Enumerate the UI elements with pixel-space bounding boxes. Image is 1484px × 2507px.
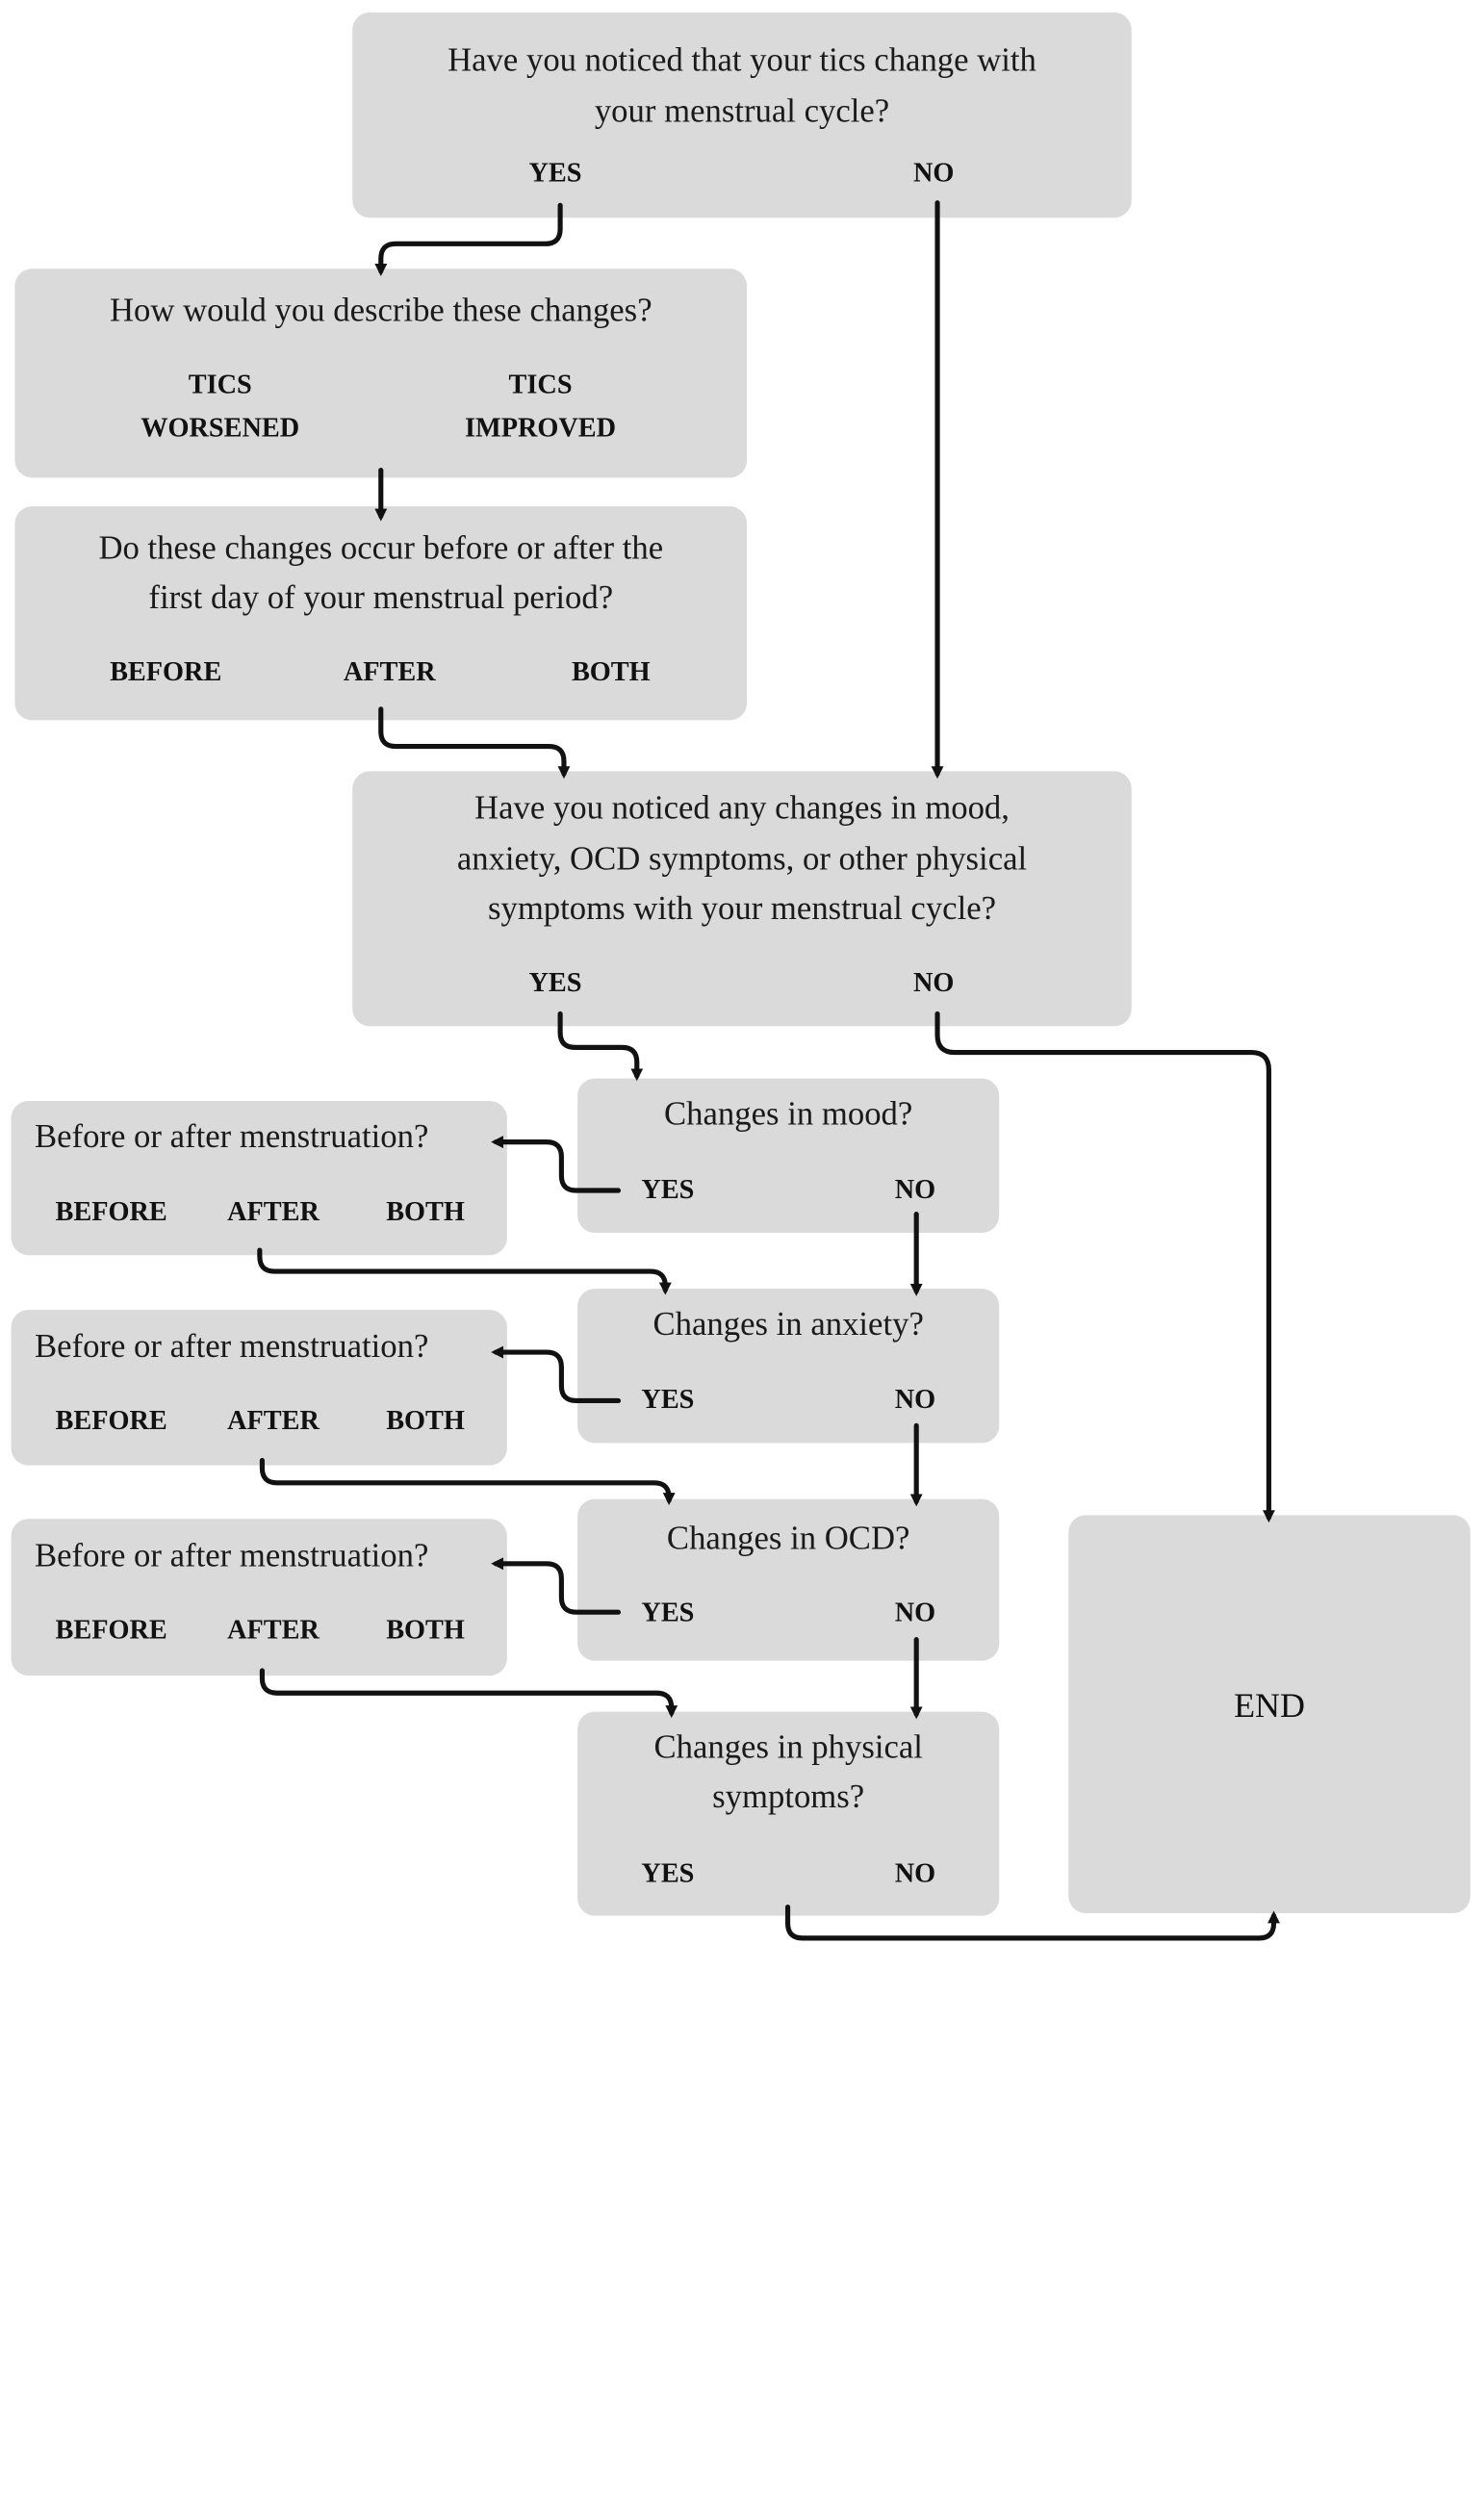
anxiety-timing-both: BOTH <box>386 1404 465 1436</box>
anxiety-timing-after-arrow <box>259 1457 676 1506</box>
anxiety-yes: YES <box>641 1383 695 1415</box>
tics-change-no: NO <box>912 156 955 189</box>
describe-changes-question: How would you describe these changes? <box>109 291 652 329</box>
q4-yes-arrow <box>557 1010 644 1082</box>
ocd-timing-after-arrow <box>259 1668 678 1719</box>
tics-change-question-line1: Have you noticed that your tics change w… <box>448 40 1036 79</box>
ocd-timing-question: Before or after menstruation? <box>34 1536 429 1574</box>
ocd-no: NO <box>894 1596 936 1627</box>
physical-question-line2: symptoms? <box>712 1778 865 1815</box>
anxiety-timing-box: Before or after menstruation? BEFORE AFT… <box>11 1310 507 1466</box>
other-symptoms-question-line2: anxiety, OCD symptoms, or other physical <box>456 839 1028 878</box>
mood-timing-both: BOTH <box>386 1195 465 1227</box>
other-symptoms-question-line3: symptoms with your menstrual cycle? <box>487 889 997 927</box>
other-symptoms-no: NO <box>912 966 955 998</box>
period-timing-question-line2: first day of your menstrual period? <box>148 578 614 616</box>
tics-change-question-box: Have you noticed that your tics change w… <box>352 12 1132 218</box>
tics-change-yes: YES <box>528 156 582 189</box>
physical-yes: YES <box>641 1856 695 1889</box>
anxiety-yes-arrow <box>491 1345 622 1404</box>
mood-question: Changes in mood? <box>664 1094 913 1133</box>
period-timing-box: Do these changes occur before or after t… <box>14 506 748 721</box>
q4-no-to-end-arrow <box>934 1010 1275 1523</box>
anxiety-timing-before: BEFORE <box>55 1404 167 1436</box>
mood-timing-before: BEFORE <box>55 1195 167 1227</box>
tics-worsened-line1: TICS <box>188 368 252 399</box>
tics-worsened-line2: WORSENED <box>141 411 300 444</box>
anxiety-timing-after: AFTER <box>227 1404 320 1436</box>
anxiety-timing-question: Before or after menstruation? <box>34 1327 429 1365</box>
ocd-yes: YES <box>641 1596 695 1627</box>
describe-changes-box: How would you describe these changes? TI… <box>14 269 748 478</box>
other-symptoms-box: Have you noticed any changes in mood, an… <box>352 771 1132 1027</box>
anxiety-no: NO <box>894 1383 936 1415</box>
mood-no: NO <box>894 1172 936 1205</box>
mood-yes: YES <box>641 1172 695 1205</box>
ocd-timing-box: Before or after menstruation? BEFORE AFT… <box>11 1519 507 1676</box>
end-label: END <box>1234 1686 1306 1726</box>
physical-question-line1: Changes in physical <box>653 1727 923 1766</box>
period-timing-after: AFTER <box>343 655 436 687</box>
tics-improved-line1: TICS <box>508 368 573 399</box>
mood-timing-question: Before or after menstruation? <box>34 1116 429 1155</box>
mood-yes-arrow <box>491 1136 622 1193</box>
physical-no: NO <box>894 1856 936 1889</box>
q1-yes-arrow <box>374 202 563 276</box>
end-box: END <box>1068 1515 1471 1914</box>
ocd-question: Changes in OCD? <box>666 1519 910 1557</box>
period-timing-before: BEFORE <box>110 655 222 687</box>
physical-question-box: Changes in physical symptoms? YES NO <box>577 1711 1000 1916</box>
tics-improved-line2: IMPROVED <box>465 411 617 444</box>
mood-timing-after: AFTER <box>227 1195 320 1227</box>
tics-change-question-line2: your menstrual cycle? <box>594 91 890 130</box>
other-symptoms-question-line1: Have you noticed any changes in mood, <box>474 788 1010 827</box>
anxiety-question-box: Changes in anxiety? YES NO <box>577 1289 1000 1444</box>
period-timing-both: BOTH <box>571 655 651 687</box>
ocd-timing-after: AFTER <box>227 1613 320 1645</box>
mood-timing-box: Before or after menstruation? BEFORE AFT… <box>11 1100 507 1256</box>
ocd-timing-both: BOTH <box>386 1613 465 1645</box>
physical-to-end-arrow <box>784 1904 1280 1941</box>
mood-question-box: Changes in mood? YES NO <box>577 1078 1000 1233</box>
connector-arrows <box>257 200 1280 1941</box>
period-timing-question-line1: Do these changes occur before or after t… <box>98 528 664 567</box>
other-symptoms-yes: YES <box>528 966 582 998</box>
ocd-question-box: Changes in OCD? YES NO <box>577 1498 1000 1661</box>
anxiety-question: Changes in anxiety? <box>652 1304 924 1343</box>
ocd-timing-before: BEFORE <box>55 1613 167 1645</box>
ocd-yes-arrow <box>491 1557 622 1615</box>
q3-after-arrow <box>378 706 571 780</box>
mood-timing-after-arrow <box>257 1247 672 1295</box>
